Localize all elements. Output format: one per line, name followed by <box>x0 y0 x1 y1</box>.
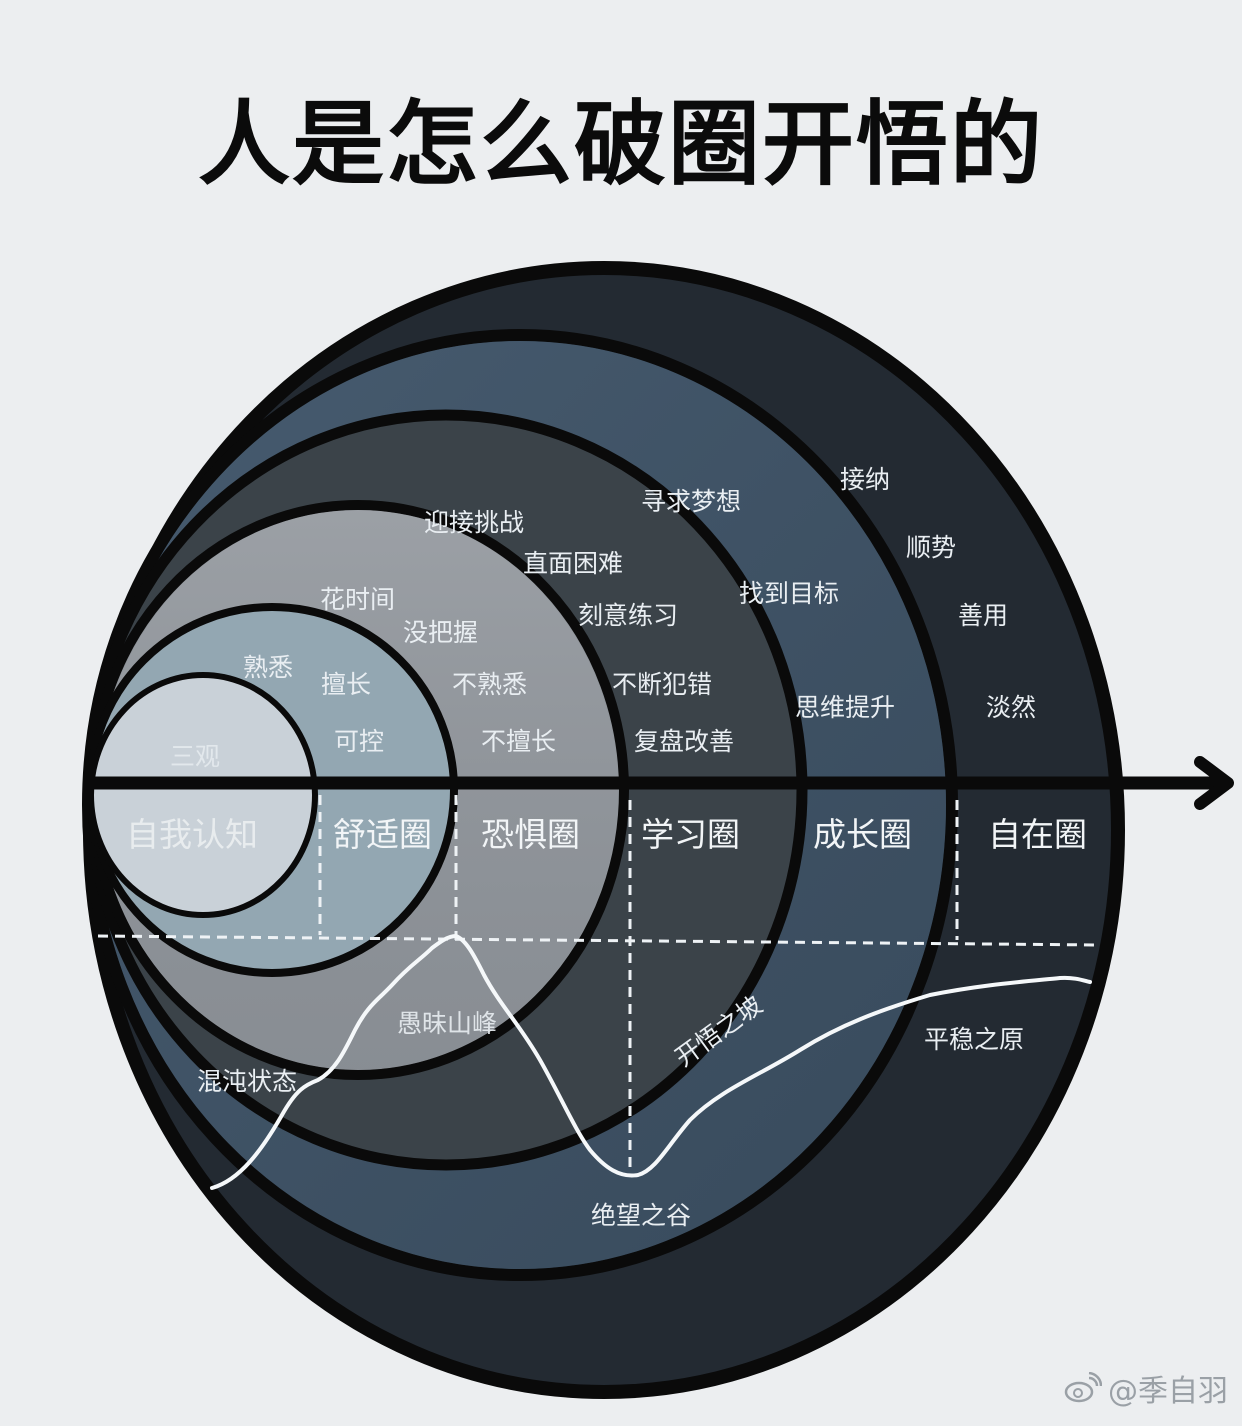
curve-label-plateau: 平稳之原 <box>924 1025 1025 1054</box>
watermark-text: @季自羽 <box>1108 1374 1228 1409</box>
item-label: 接纳 <box>840 465 891 494</box>
item-label: 不熟悉 <box>452 670 528 699</box>
learning-curve <box>210 933 1092 1190</box>
item-label: 花时间 <box>320 585 396 614</box>
item-label: 可控 <box>334 727 385 756</box>
curve-label-chaos: 混沌状态 <box>197 1067 298 1096</box>
item-label: 思维提升 <box>795 693 896 722</box>
item-label: 刻意练习 <box>578 601 679 630</box>
item-label: 不擅长 <box>481 727 557 756</box>
item-label: 迎接挑战 <box>424 508 525 537</box>
curve-label-peak: 愚昧山峰 <box>397 1009 498 1038</box>
zone-label-freedom: 自在圈 <box>988 815 1087 854</box>
item-label: 三观 <box>170 742 221 771</box>
item-label: 找到目标 <box>739 579 840 608</box>
item-label: 擅长 <box>321 670 372 699</box>
curve-label-valley: 绝望之谷 <box>591 1201 692 1230</box>
zone-label-self: 自我认知 <box>126 815 258 854</box>
zone-label-learning: 学习圈 <box>641 815 740 854</box>
arrow-head-icon <box>1194 756 1234 810</box>
weibo-icon <box>1064 1372 1102 1403</box>
item-label: 没把握 <box>403 618 479 647</box>
item-label: 善用 <box>958 601 1009 630</box>
zone-label-fear: 恐惧圈 <box>481 815 580 854</box>
zone-label-growth: 成长圈 <box>813 815 912 854</box>
item-label: 复盘改善 <box>634 727 735 756</box>
item-label: 寻求梦想 <box>641 487 742 516</box>
item-label: 不断犯错 <box>612 670 713 699</box>
item-label: 顺势 <box>906 533 957 562</box>
ring-self <box>88 672 318 918</box>
item-label: 淡然 <box>986 693 1037 722</box>
item-label: 熟悉 <box>243 653 294 682</box>
item-label: 直面困难 <box>523 549 624 578</box>
page-title: 人是怎么破圈开悟的 <box>197 91 1044 198</box>
watermark: @季自羽 <box>1064 1366 1228 1410</box>
zone-label-comfort: 舒适圈 <box>333 815 432 854</box>
